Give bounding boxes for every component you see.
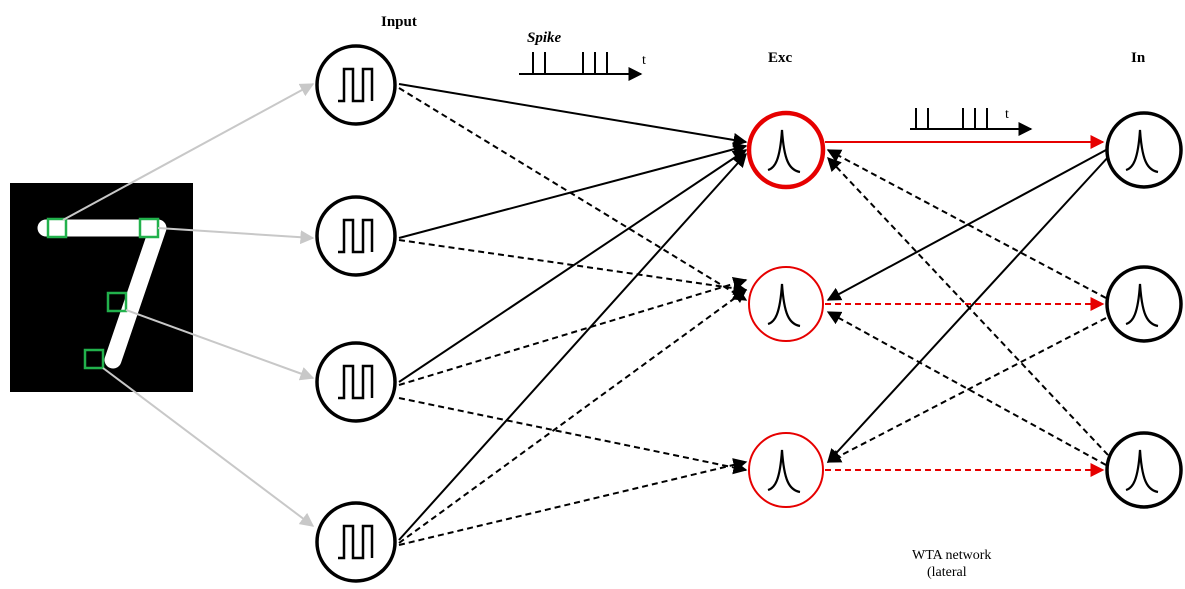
input-neuron-3	[315, 341, 397, 423]
inh-neuron-1	[1105, 111, 1183, 189]
exc-neuron-1	[746, 110, 826, 190]
exc-neuron-2	[748, 266, 824, 342]
spike-icon	[1125, 283, 1159, 328]
spike-train-legend-1	[519, 52, 643, 81]
input-neurons	[315, 44, 397, 583]
exc-layer-label: Exc	[768, 50, 793, 66]
input-neuron-4	[315, 501, 397, 583]
input-layer-label: Input	[381, 14, 417, 30]
receptive-field-1	[46, 217, 68, 239]
time-label-2: t	[1005, 107, 1009, 122]
inh-neuron-2	[1105, 265, 1183, 343]
input-neuron-1	[315, 44, 397, 126]
exc-inh-connections	[825, 135, 1105, 477]
inhibitory-neurons	[1105, 111, 1183, 509]
spike-icon	[1125, 449, 1159, 494]
spike-label: Spike	[527, 30, 562, 46]
lateral-inhibition-connections	[826, 149, 1111, 466]
spike-icon	[1125, 129, 1159, 174]
wta-label-line-2: (lateral	[927, 565, 967, 580]
input-neuron-2	[315, 195, 397, 277]
wta-label-line-1: WTA network	[912, 548, 991, 563]
spike-icon	[767, 129, 801, 174]
exc-neuron-3	[748, 432, 824, 508]
time-label-1: t	[642, 53, 646, 68]
spike-icon	[767, 283, 801, 328]
square-pulse-icon	[338, 67, 374, 103]
excitatory-neurons	[746, 110, 826, 508]
spike-train-legend-2	[910, 108, 1033, 136]
square-pulse-icon	[338, 364, 374, 400]
digit-image	[10, 183, 193, 392]
receptive-field-4	[83, 348, 105, 370]
receptive-field-3	[106, 291, 128, 313]
inh-neuron-3	[1105, 431, 1183, 509]
inh-layer-label: In	[1131, 50, 1146, 66]
square-pulse-icon	[338, 524, 374, 560]
square-pulse-icon	[338, 218, 374, 254]
spike-icon	[767, 449, 801, 494]
pixel-to-input-arrows	[62, 83, 315, 527]
input-exc-connections	[398, 83, 748, 546]
